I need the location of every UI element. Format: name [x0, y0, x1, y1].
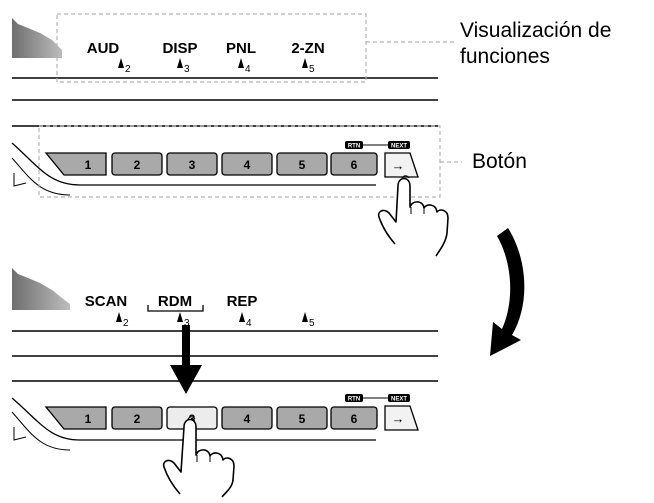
hand-pointer-icon: [377, 175, 449, 257]
function-display-callout: Visualización de funciones: [460, 18, 611, 71]
function-sub: 2: [123, 318, 129, 329]
faceplate-curve: [11, 411, 71, 451]
pointer-tick: [238, 58, 244, 68]
preset-label: 1: [85, 412, 92, 426]
display-level-wedge: [12, 18, 62, 58]
arrow-glyph: →: [392, 158, 405, 173]
callout-text-line-2: funciones: [460, 45, 550, 69]
faceplate-curve: [11, 157, 71, 196]
preset-buttons-bottom: 1 2 3 4 5 6: [44, 406, 378, 430]
preset-label: 4: [244, 412, 251, 426]
curved-arrow-icon: [490, 228, 525, 356]
pointer-tick: [239, 312, 245, 322]
preset-button-2[interactable]: [111, 152, 163, 176]
preset-button-1[interactable]: [44, 406, 107, 430]
function-sub: 3: [184, 318, 190, 329]
function-sub: 5: [309, 64, 315, 75]
preset-label: 6: [351, 412, 358, 426]
arrow-glyph: →: [392, 411, 405, 426]
arrow-button[interactable]: [384, 152, 419, 178]
rtn-label: RTN: [348, 397, 360, 403]
preset-button-6[interactable]: [330, 152, 378, 176]
callout-text-line-1: Visualización de: [460, 19, 612, 42]
pointer-tick: [177, 58, 183, 68]
pointer-tick: [116, 312, 122, 322]
function-sub: 5: [309, 318, 315, 329]
function-display-callout-box: [56, 13, 367, 83]
function-display-bottom: SCAN 2 RDM 3 REP 4 5: [85, 293, 315, 329]
selection-bracket: [147, 305, 204, 312]
function-label: DISP: [162, 40, 197, 57]
function-sub: 4: [245, 64, 251, 75]
preset-label: 4: [244, 158, 251, 172]
preset-label: 3: [189, 412, 196, 426]
function-sub: 2: [125, 64, 131, 75]
function-label: SCAN: [85, 293, 128, 310]
faceplate-curve: [11, 397, 376, 441]
preset-button-6[interactable]: [330, 406, 378, 430]
function-sub: 4: [246, 318, 252, 329]
function-label: REP: [227, 293, 258, 310]
function-label: AUD: [87, 40, 120, 57]
faceplate-notch: [13, 173, 27, 187]
preset-button-1[interactable]: [44, 152, 107, 176]
button-callout: Botón: [472, 150, 527, 173]
faceplate-notch: [13, 427, 27, 441]
rtn-next-indicator: RTN NEXT: [345, 141, 410, 150]
function-sub: 3: [184, 64, 190, 75]
rtn-next-indicator: RTN NEXT: [345, 394, 410, 403]
display-level-wedge: [12, 268, 70, 310]
faceplate-curve: [11, 142, 376, 186]
preset-button-3[interactable]: [166, 152, 218, 176]
pointer-tick: [302, 312, 308, 322]
preset-label: 5: [299, 158, 306, 172]
down-arrow-icon: [170, 325, 202, 394]
preset-button-5[interactable]: [276, 406, 328, 430]
preset-button-2[interactable]: [111, 406, 163, 430]
preset-label: 6: [351, 158, 358, 172]
function-label: 2-ZN: [291, 40, 324, 57]
function-display-top: AUD 2 DISP 3 PNL 4 2-ZN 5: [87, 40, 325, 75]
preset-label: 2: [134, 158, 141, 172]
preset-buttons-top: 1 2 3 4 5 6: [44, 152, 378, 176]
bottom-panel: SCAN 2 RDM 3 REP 4 5 1 2: [11, 268, 438, 498]
hand-pointer-icon: [162, 416, 235, 498]
preset-label: 2: [134, 412, 141, 426]
preset-label: 5: [299, 412, 306, 426]
next-label: NEXT: [391, 144, 407, 150]
rtn-label: RTN: [348, 144, 360, 150]
next-label: NEXT: [391, 397, 407, 403]
top-panel: AUD 2 DISP 3 PNL 4 2-ZN 5 1 2 3: [11, 13, 462, 257]
preset-label: 1: [85, 158, 92, 172]
pointer-tick: [302, 58, 308, 68]
pointer-tick: [177, 312, 183, 322]
function-label: PNL: [226, 40, 256, 57]
arrow-button[interactable]: [384, 405, 419, 431]
preset-button-4[interactable]: [221, 152, 273, 176]
preset-button-5[interactable]: [276, 152, 328, 176]
function-label: RDM: [158, 293, 192, 310]
preset-button-4[interactable]: [221, 406, 273, 430]
preset-label: 3: [189, 158, 196, 172]
pointer-tick: [118, 58, 124, 68]
